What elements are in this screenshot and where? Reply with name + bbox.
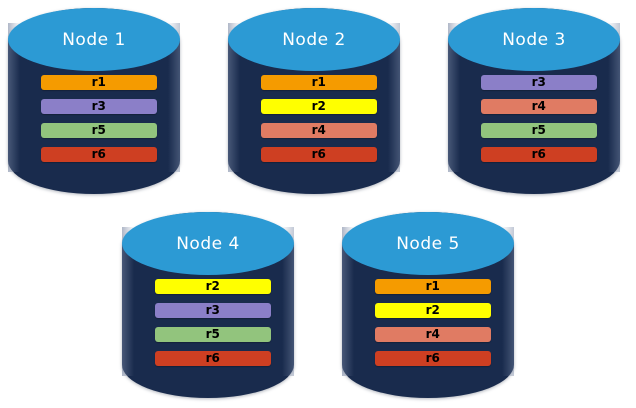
node-2-replica-r1-label: r1 [311, 75, 326, 90]
node-5[interactable]: Node 5 r1 r2 r4 r6 [342, 212, 514, 398]
node-3-replica-r6[interactable]: r6 [480, 146, 597, 162]
node-3-cylinder-top: Node 3 [448, 8, 620, 72]
node-4[interactable]: Node 4 r2 r3 r5 r6 [122, 212, 294, 398]
node-1-replica-r6-label: r6 [91, 147, 106, 162]
node-1-label: Node 1 [62, 29, 126, 50]
node-5-replica-r4[interactable]: r4 [374, 326, 491, 342]
node-4-replica-r3[interactable]: r3 [154, 302, 271, 318]
node-2-replica-list: r1 r2 r4 r6 [260, 74, 377, 162]
node-4-replica-r3-label: r3 [205, 303, 220, 318]
node-4-replica-r5[interactable]: r5 [154, 326, 271, 342]
node-4-replica-r2[interactable]: r2 [154, 278, 271, 294]
node-3[interactable]: Node 3 r3 r4 r5 r6 [448, 8, 620, 194]
node-1[interactable]: Node 1 r1 r3 r5 r6 [8, 8, 180, 194]
node-1-replica-r1-label: r1 [91, 75, 106, 90]
node-1-replica-r5[interactable]: r5 [40, 122, 157, 138]
node-1-replica-list: r1 r3 r5 r6 [40, 74, 157, 162]
node-1-cylinder-top: Node 1 [8, 8, 180, 72]
node-2-label: Node 2 [282, 29, 346, 50]
node-1-replica-r3[interactable]: r3 [40, 98, 157, 114]
node-2-replica-r6-label: r6 [311, 147, 326, 162]
node-3-replica-r4[interactable]: r4 [480, 98, 597, 114]
node-5-replica-r4-label: r4 [425, 327, 440, 342]
node-5-cylinder-top: Node 5 [342, 212, 514, 276]
node-1-replica-r3-label: r3 [91, 99, 106, 114]
node-3-replica-list: r3 r4 r5 r6 [480, 74, 597, 162]
node-2[interactable]: Node 2 r1 r2 r4 r6 [228, 8, 400, 194]
node-3-replica-r5-label: r5 [531, 123, 546, 138]
node-1-replica-r5-label: r5 [91, 123, 106, 138]
node-4-replica-r2-label: r2 [205, 279, 220, 294]
node-4-replica-r6-label: r6 [205, 351, 220, 366]
node-5-replica-r2-label: r2 [425, 303, 440, 318]
node-5-replica-r2[interactable]: r2 [374, 302, 491, 318]
node-3-replica-r4-label: r4 [531, 99, 546, 114]
node-1-replica-r1[interactable]: r1 [40, 74, 157, 90]
node-2-replica-r1[interactable]: r1 [260, 74, 377, 90]
node-5-replica-r6-label: r6 [425, 351, 440, 366]
node-5-label: Node 5 [396, 233, 460, 254]
node-4-cylinder-top: Node 4 [122, 212, 294, 276]
node-5-replica-r6[interactable]: r6 [374, 350, 491, 366]
node-2-replica-r2[interactable]: r2 [260, 98, 377, 114]
node-5-replica-list: r1 r2 r4 r6 [374, 278, 491, 366]
node-2-replica-r6[interactable]: r6 [260, 146, 377, 162]
node-2-replica-r4-label: r4 [311, 123, 326, 138]
node-3-replica-r3-label: r3 [531, 75, 546, 90]
node-5-replica-r1[interactable]: r1 [374, 278, 491, 294]
node-2-replica-r4[interactable]: r4 [260, 122, 377, 138]
node-2-replica-r2-label: r2 [311, 99, 326, 114]
node-3-label: Node 3 [502, 29, 566, 50]
node-4-replica-r6[interactable]: r6 [154, 350, 271, 366]
node-4-replica-list: r2 r3 r5 r6 [154, 278, 271, 366]
node-1-replica-r6[interactable]: r6 [40, 146, 157, 162]
node-4-replica-r5-label: r5 [205, 327, 220, 342]
node-4-label: Node 4 [176, 233, 240, 254]
node-3-replica-r5[interactable]: r5 [480, 122, 597, 138]
node-2-cylinder-top: Node 2 [228, 8, 400, 72]
node-3-replica-r6-label: r6 [531, 147, 546, 162]
node-3-replica-r3[interactable]: r3 [480, 74, 597, 90]
node-5-replica-r1-label: r1 [425, 279, 440, 294]
